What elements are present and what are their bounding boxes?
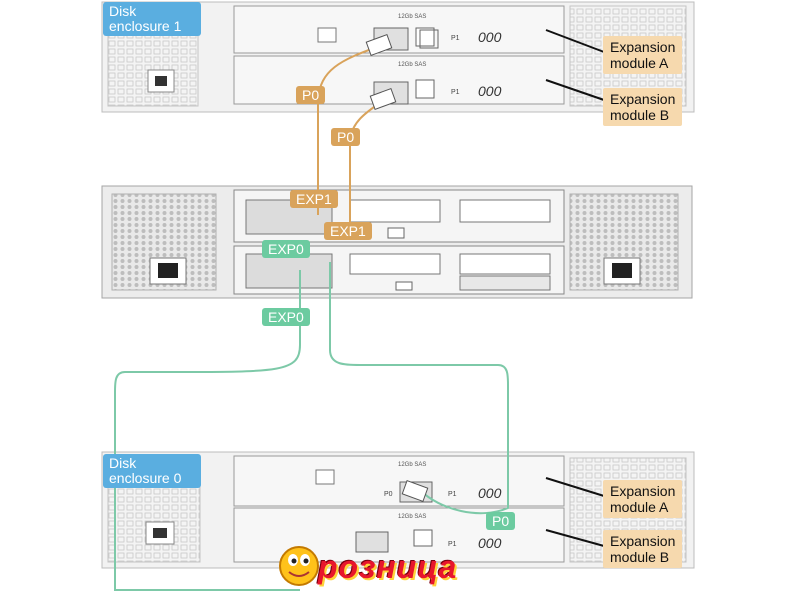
enc1-expansion-module-b: 12Gb SAS P1 000 [233,55,565,105]
tag-exp1-bottom: EXP1 [324,222,372,240]
svg-text:000: 000 [478,485,502,501]
svg-text:12Gb SAS: 12Gb SAS [398,62,426,68]
svg-text:000: 000 [478,83,502,99]
svg-text:P1: P1 [448,491,457,498]
enc1-expansion-module-a: 12Gb SAS P1 000 [233,5,565,54]
cable-exp0-to-enc0-b [114,270,301,591]
enc0-title: Disk enclosure 0 [103,454,201,488]
controller-a [233,189,565,243]
svg-text:12Gb SAS: 12Gb SAS [398,14,426,20]
tag-exp0-top: EXP0 [262,240,310,258]
tag-exp1-top: EXP1 [290,190,338,208]
controller-b [233,245,565,295]
controller-enclosure [101,185,693,299]
enc1-title: Disk enclosure 1 [103,2,201,36]
svg-text:12Gb SAS: 12Gb SAS [398,514,426,520]
tag-p0-enc0: P0 [486,512,516,530]
tag-exp0-bottom: EXP0 [262,308,310,326]
svg-text:P1: P1 [451,89,460,96]
enc0-module-b-callout: Expansion module B [603,530,683,568]
enc1-module-a-callout: Expansion module A [603,36,683,74]
enc0-module-a-callout: Expansion module A [603,480,683,518]
enc1-module-b-callout: Expansion module B [603,88,683,126]
svg-text:P1: P1 [451,35,460,42]
watermark-logo [279,546,319,586]
tag-p0-enc1-a: P0 [296,86,326,104]
svg-text:P0: P0 [384,491,393,498]
tag-p0-enc1-b: P0 [331,128,361,146]
cable-exp0-to-enc0-a [329,262,509,515]
svg-text:000: 000 [478,29,502,45]
watermark-text: розница [318,549,458,585]
mgmt-port [317,27,337,43]
svg-text:P1: P1 [448,541,457,548]
green-cables [114,262,509,591]
svg-text:000: 000 [478,535,502,551]
enc0-expansion-module-a: 12Gb SAS P0 P1 000 [233,455,565,507]
svg-text:12Gb SAS: 12Gb SAS [398,462,426,468]
